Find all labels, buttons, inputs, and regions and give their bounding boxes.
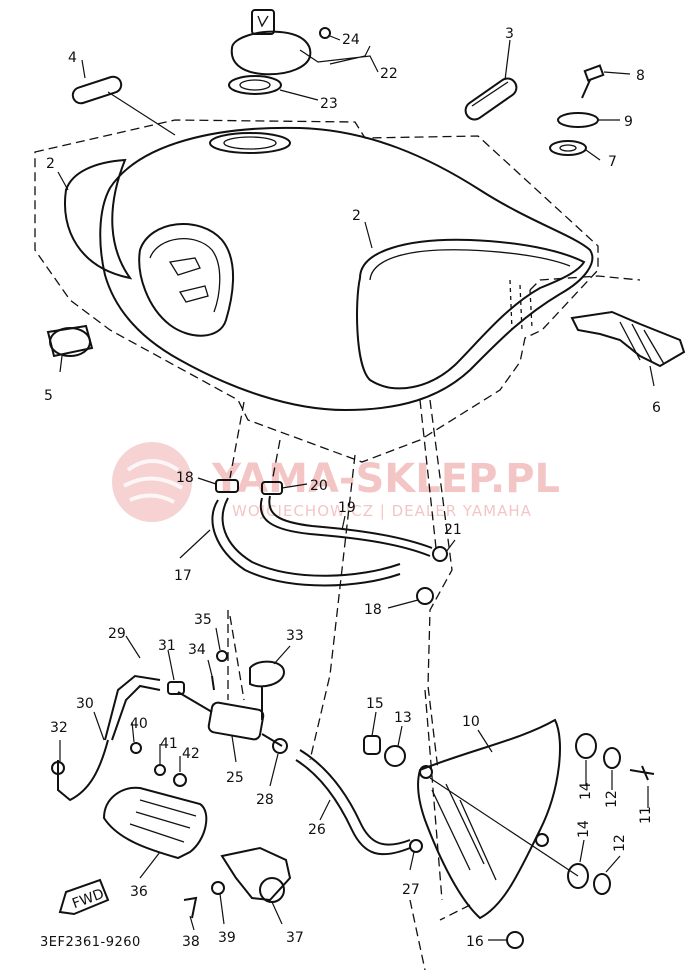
part-3-emblem [464, 77, 518, 121]
callout-8: 8 [636, 68, 645, 84]
callout-19: 19 [338, 500, 356, 516]
part-26-hose [295, 759, 411, 856]
part-42-nut [173, 773, 187, 787]
part-18-clamp-lower [416, 587, 434, 605]
part-27-clamp [409, 839, 423, 853]
callout-37: 37 [286, 930, 304, 946]
callout-25: 25 [226, 770, 244, 786]
callout-7: 7 [608, 154, 617, 170]
tank-assembly-outline [34, 119, 599, 463]
part-15-collar [363, 735, 381, 755]
callout-24: 24 [342, 32, 360, 48]
part-33-holder [249, 660, 286, 720]
part-2-left-rubber [64, 158, 133, 280]
part-4-emblem [71, 75, 123, 105]
part-30-hose [57, 739, 109, 802]
part-22-filler-cap [230, 9, 312, 76]
callout-38: 38 [182, 934, 200, 950]
part-28-clamp [272, 738, 288, 754]
part-5-cap [46, 324, 94, 358]
callout-34: 34 [188, 642, 206, 658]
callout-29: 29 [108, 626, 126, 642]
part-8-bolt [581, 64, 605, 99]
callout-labels: 2 2 3 4 5 6 7 8 9 10 11 12 12 13 14 14 1… [44, 26, 661, 950]
part-35-nut [216, 650, 228, 662]
part-9-washer [557, 112, 599, 128]
callout-2-right: 2 [352, 208, 361, 224]
callout-39: 39 [218, 930, 236, 946]
part-17-hose [211, 499, 401, 587]
callout-9: 9 [624, 114, 633, 130]
callout-22: 22 [380, 66, 398, 82]
callout-21: 21 [444, 522, 462, 538]
part-11-bolt [629, 765, 655, 781]
callout-28: 28 [256, 792, 274, 808]
callout-3: 3 [505, 26, 514, 42]
part-39-washer [211, 881, 225, 895]
callout-5: 5 [44, 388, 53, 404]
callout-20: 20 [310, 478, 328, 494]
fwd-arrow: FWD [58, 878, 110, 916]
callout-14-upper: 14 [578, 782, 594, 800]
part-24-screw [319, 27, 331, 39]
part-12-washer-lower [593, 873, 611, 895]
callout-33: 33 [286, 628, 304, 644]
part-16-bolt [506, 931, 524, 949]
callout-23: 23 [320, 96, 338, 112]
callout-35: 35 [194, 612, 212, 628]
part-38-bolt [183, 896, 198, 919]
part-13-grommet [384, 745, 406, 767]
part-29-hose [104, 674, 161, 741]
part-40-screw [130, 742, 142, 754]
callout-4: 4 [68, 50, 77, 66]
callout-11: 11 [638, 806, 654, 824]
callout-18-upper: 18 [176, 470, 194, 486]
part-25-fuel-filter [177, 691, 283, 747]
part-7-damper [549, 140, 587, 156]
part-41-nut [154, 764, 166, 776]
part-34-screw [211, 675, 215, 691]
part-23-cap-gasket [228, 75, 282, 95]
callout-14-lower: 14 [576, 820, 592, 838]
callout-12-lower: 12 [612, 834, 628, 852]
callout-13: 13 [394, 710, 412, 726]
callout-15: 15 [366, 696, 384, 712]
part-14-damper [575, 733, 597, 759]
part-19-hose [259, 497, 431, 557]
part-31-clip [167, 681, 185, 695]
part-36-cover [102, 786, 208, 860]
fuel-tank [99, 126, 594, 412]
watermark-title: YAMA-SKLEP.PL [211, 456, 560, 502]
callout-32: 32 [50, 720, 68, 736]
callout-27: 27 [402, 882, 420, 898]
part-37-bracket [220, 846, 292, 903]
part-21-clamp [432, 546, 448, 562]
callout-31: 31 [158, 638, 176, 654]
callout-26: 26 [308, 822, 326, 838]
part-32-clamp [51, 761, 65, 775]
callout-36: 36 [130, 884, 148, 900]
leader-lines [57, 35, 655, 941]
callout-18-lower: 18 [364, 602, 382, 618]
part-18-clamp [215, 479, 239, 493]
drawing-code: 3EF2361-9260 [40, 935, 141, 950]
part-6-bracket [570, 310, 686, 368]
part-12-washer [603, 747, 621, 769]
callout-30: 30 [76, 696, 94, 712]
callout-40: 40 [130, 716, 148, 732]
callout-42: 42 [182, 746, 200, 762]
callout-41: 41 [160, 736, 178, 752]
watermark-subtitle: WOJCIECHOWICZ | DEALER YAMAHA [232, 502, 532, 520]
callout-10: 10 [462, 714, 480, 730]
callout-16: 16 [466, 934, 484, 950]
part-10-side-cover [416, 718, 561, 920]
callout-6: 6 [652, 400, 661, 416]
callout-12-upper: 12 [604, 790, 620, 808]
part-14-damper-lower [567, 863, 589, 889]
callout-2-left: 2 [46, 156, 55, 172]
callout-17: 17 [174, 568, 192, 584]
